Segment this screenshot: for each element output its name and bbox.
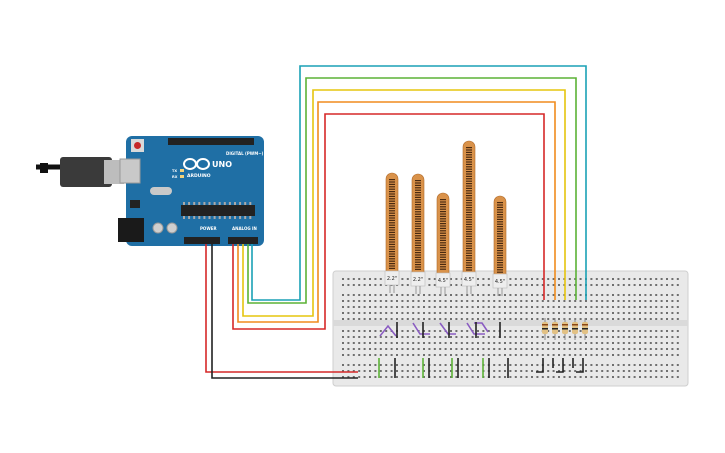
wire-teal (251, 65, 587, 301)
analog-header-label: ANALOG IN (232, 226, 257, 231)
wire-black-gnd (211, 244, 358, 379)
resistor (542, 318, 548, 340)
digital-header-label: DIGITAL (PWM~) (226, 151, 264, 156)
digital-header (168, 138, 254, 145)
breadboard-holes (342, 278, 679, 378)
resistor (572, 318, 578, 340)
wire-orange (237, 101, 556, 323)
analog-header (228, 237, 258, 244)
flex-sensors: 2.2" 2.2" 4.5" 4.5" 4.5" (384, 140, 508, 296)
chip-pins (183, 202, 252, 219)
flex-sensor: 2.2" (384, 172, 400, 293)
flex-sensor: 4.5" (435, 192, 451, 295)
flex-sensor: 4.5" (492, 195, 508, 296)
wire-purple (379, 324, 397, 337)
arduino-brand: ARDUINO (187, 173, 211, 179)
arduino-logo-icon (183, 158, 210, 170)
breadboard (332, 270, 689, 387)
flex-sensor-label: 2.2" (413, 277, 423, 283)
resistor (552, 318, 558, 340)
capacitor (166, 222, 178, 234)
tx-led-label: TX (172, 169, 177, 173)
usb-jack (119, 158, 141, 184)
power-jack (118, 218, 144, 242)
arduino-model: UNO (212, 160, 232, 169)
resistor (582, 318, 588, 340)
atmega-chip (181, 205, 255, 216)
rx-led-label: RX (172, 175, 178, 179)
power-header (184, 237, 220, 244)
flex-sensor-label: 4.5" (438, 278, 448, 284)
capacitor (152, 222, 164, 234)
flex-sensor: 2.2" (410, 173, 426, 294)
power-header-label: POWER (200, 226, 217, 231)
flex-sensor-label: 4.5" (495, 279, 505, 285)
crystal (150, 187, 172, 195)
wire-yellow (242, 89, 566, 317)
wires (205, 65, 587, 379)
wire-green (247, 77, 577, 304)
resistor (562, 318, 568, 340)
wire-purple (466, 322, 485, 335)
flex-sensor-label: 4.5" (464, 277, 474, 283)
wire-red-signal (232, 113, 545, 330)
arduino-uno: DIGITAL (PWM~) ARDUINO UNO TX RX POWER A… (36, 136, 264, 246)
usb-plug (60, 157, 112, 187)
flex-sensor: 4.5" (461, 140, 477, 294)
wire-purple (412, 322, 430, 335)
flex-sensor-label: 2.2" (387, 276, 397, 282)
wire-red-5v (205, 244, 358, 373)
resistors (542, 318, 588, 340)
wire-purple (439, 322, 456, 335)
